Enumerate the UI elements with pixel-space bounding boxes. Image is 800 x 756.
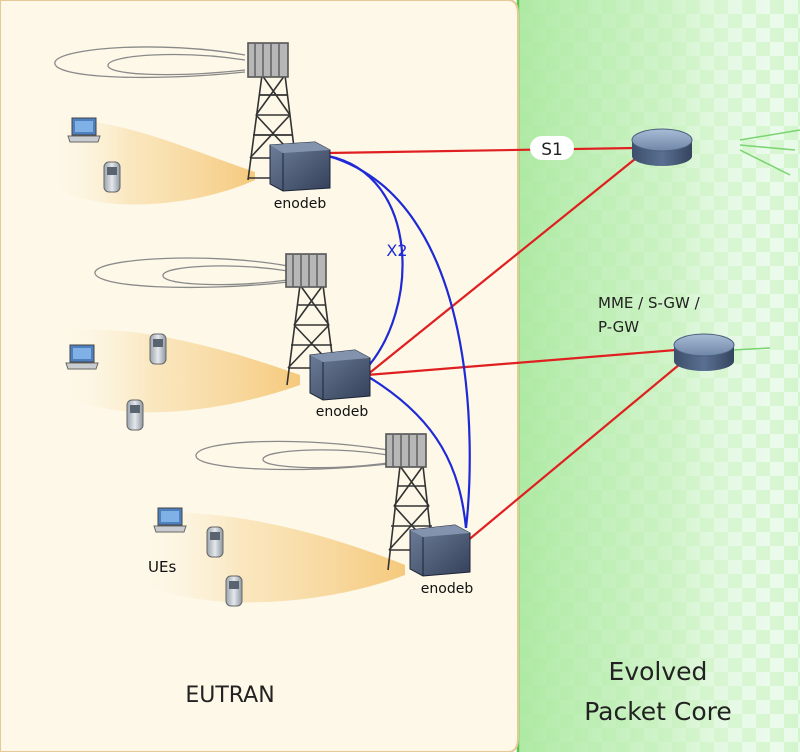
s1-link-mid-enodeb-to-bottom-core: [366, 348, 677, 377]
laptop-icon: [153, 507, 187, 533]
core-router-bottom: [673, 333, 771, 371]
s1-label: S1: [541, 140, 563, 160]
s1-link-mid-enodeb-to-top-core: [366, 154, 641, 376]
core-node-label-line2: P-GW: [598, 318, 639, 336]
core-region: [516, 0, 800, 752]
s1-links: [327, 146, 681, 543]
radio-waves: [54, 46, 389, 471]
core-label-line1: Evolved: [609, 657, 708, 686]
enodeb-bottom: enodeb: [409, 524, 474, 597]
phone-icon: [126, 399, 144, 431]
enodeb-top-label: enodeb: [274, 196, 327, 212]
core-router-top: [631, 128, 800, 176]
x2-link-top-bottom: [327, 154, 471, 529]
enodeb-top: enodeb: [269, 141, 331, 212]
x2-label: X2: [386, 241, 407, 260]
tower-bottom: [385, 433, 436, 571]
s1-link-top-enodeb: [327, 146, 637, 155]
tower-mid: [285, 253, 337, 386]
phone-icon: [206, 526, 224, 558]
s1-link-bottom-enodeb: [465, 363, 681, 543]
x2-links: [327, 154, 471, 529]
ues-label: UEs: [148, 558, 176, 576]
enodeb-mid-label: enodeb: [316, 404, 369, 420]
enodeb-bottom-label: enodeb: [421, 581, 474, 597]
laptop-icon: [67, 117, 101, 143]
phone-icon: [103, 161, 121, 193]
x2-link-mid-bottom: [366, 375, 468, 529]
s1-label-group: S1: [530, 136, 574, 160]
core-label-line2: Packet Core: [584, 697, 732, 726]
enodeb-mid: enodeb: [309, 349, 371, 420]
phone-icon: [225, 575, 243, 607]
phone-icon: [149, 333, 167, 365]
eutran-label: EUTRAN: [185, 683, 274, 708]
core-node-label-line1: MME / S-GW /: [598, 294, 701, 312]
laptop-icon: [65, 344, 99, 370]
